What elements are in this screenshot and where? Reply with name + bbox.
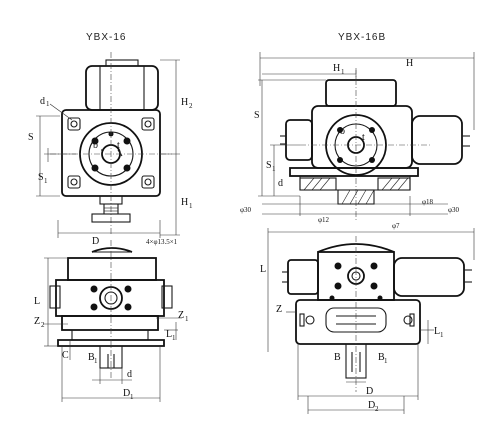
label-l-right: L bbox=[260, 264, 266, 275]
label-s1-right-sub: 1 bbox=[272, 165, 276, 173]
label-z2: Z bbox=[34, 316, 40, 327]
label-s: S bbox=[28, 132, 34, 143]
label-l1-sub: 1 bbox=[172, 334, 176, 342]
label-t-right: t bbox=[362, 132, 365, 143]
left-top-view bbox=[36, 52, 180, 238]
title-ybx-16: YBX-16 bbox=[86, 32, 126, 43]
label-h1-right-sub: 1 bbox=[341, 68, 345, 76]
top-housing bbox=[325, 79, 397, 107]
label-z2-sub: 2 bbox=[41, 321, 45, 329]
label-s1-right: S bbox=[266, 160, 272, 171]
label-l1-right: L bbox=[434, 326, 440, 337]
label-d1-bottom: D bbox=[123, 388, 130, 399]
label-h2-sub: 2 bbox=[189, 102, 193, 110]
label-b1: B bbox=[88, 352, 95, 363]
label-l1: L bbox=[166, 329, 172, 340]
note-holes: 4×φ13.5×1 bbox=[146, 238, 178, 246]
label-z1: Z bbox=[178, 310, 184, 321]
top-cap bbox=[85, 65, 159, 111]
label-b-right-bottom: B bbox=[334, 352, 341, 363]
pump-top-body bbox=[67, 257, 157, 281]
label-d: D bbox=[92, 236, 99, 247]
label-d2-sub: 2 bbox=[375, 405, 379, 413]
label-h2: H bbox=[181, 97, 188, 108]
left-bottom-view bbox=[44, 240, 182, 402]
label-d1-bottom-sub: 1 bbox=[130, 393, 134, 401]
label-d-shaft: d bbox=[127, 369, 132, 380]
label-h1: H bbox=[181, 197, 188, 208]
label-l1-right-sub: 1 bbox=[440, 331, 444, 339]
label-b1-right-sub: 1 bbox=[384, 357, 388, 365]
right-cylinder bbox=[411, 115, 463, 165]
right-bottom-view bbox=[267, 228, 475, 414]
label-d1-sub: 1 bbox=[46, 100, 50, 108]
label-d-right: d bbox=[278, 178, 283, 189]
label-h1-right: H bbox=[333, 63, 340, 74]
shaft bbox=[99, 345, 123, 369]
label-b1-sub: 1 bbox=[94, 357, 98, 365]
label-d-right-bottom: D bbox=[366, 386, 373, 397]
pump-middle-body bbox=[55, 279, 165, 317]
lower-flange bbox=[295, 299, 421, 345]
label-dia7: φ7 bbox=[392, 222, 400, 230]
top-arc bbox=[91, 247, 133, 253]
label-z-right: Z bbox=[276, 304, 282, 315]
label-c: C bbox=[62, 350, 69, 361]
label-l-left: L bbox=[34, 296, 40, 307]
label-s1-sub: 1 bbox=[44, 177, 48, 185]
label-s1: S bbox=[38, 172, 44, 183]
label-d1: d bbox=[40, 96, 45, 107]
label-dia30-right: φ30 bbox=[448, 206, 460, 214]
label-b-right: b bbox=[340, 126, 345, 137]
label-b1-right: B bbox=[378, 352, 385, 363]
label-z1-sub: 1 bbox=[185, 315, 189, 323]
label-s-right: S bbox=[254, 110, 260, 121]
right-top-view bbox=[258, 52, 475, 222]
right-cylinder-bottom bbox=[393, 257, 465, 297]
label-h1-sub: 1 bbox=[189, 202, 193, 210]
title-ybx-16b: YBX-16B bbox=[338, 32, 386, 43]
label-b: b bbox=[93, 140, 98, 151]
label-dia18: φ18 bbox=[422, 198, 434, 206]
label-dia30-left: φ30 bbox=[240, 206, 252, 214]
label-dia12: φ12 bbox=[318, 216, 330, 224]
label-h: H bbox=[406, 58, 413, 69]
label-t: t bbox=[117, 140, 120, 151]
label-d2: D bbox=[368, 400, 375, 411]
